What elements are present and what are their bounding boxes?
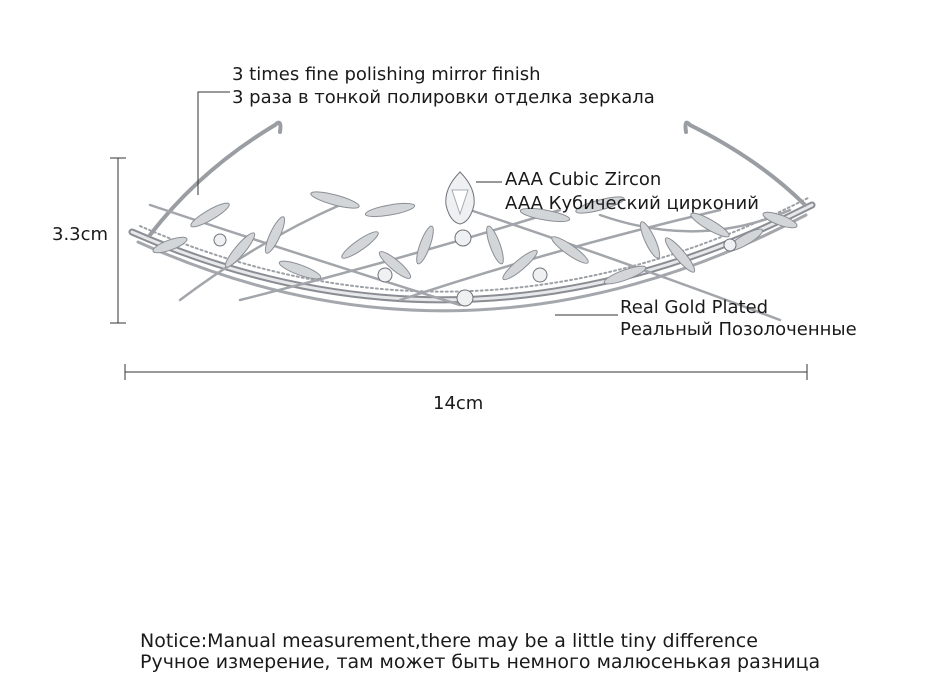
annotation-lines [197, 91, 618, 316]
zircon-annotation-en: AAA Cubic Zircon [505, 169, 662, 190]
tiara-leaves [152, 191, 798, 285]
polish-annotation-ru: 3 раза в тонкой полировки отделка зеркал… [232, 87, 655, 108]
notice-en: Notice:Manual measurement,there may be a… [140, 630, 758, 652]
height-dimension-line [110, 157, 126, 324]
width-dimension-line [124, 364, 808, 380]
zircon-annotation-ru: AAA Кубический цирконий [505, 193, 759, 214]
zircon-stones [213, 171, 737, 307]
polish-leader-line [197, 91, 230, 195]
headband-wires [148, 120, 807, 237]
height-label: 3.3cm [52, 224, 109, 245]
width-label: 14cm [433, 393, 484, 414]
notice-ru: Ручное измерение, там может быть немного… [140, 651, 821, 673]
polish-annotation-en: 3 times fine polishing mirror finish [232, 64, 541, 85]
gold-annotation-en: Real Gold Plated [620, 297, 769, 318]
gold-annotation-ru: Реальный Позолоченные [620, 319, 857, 340]
